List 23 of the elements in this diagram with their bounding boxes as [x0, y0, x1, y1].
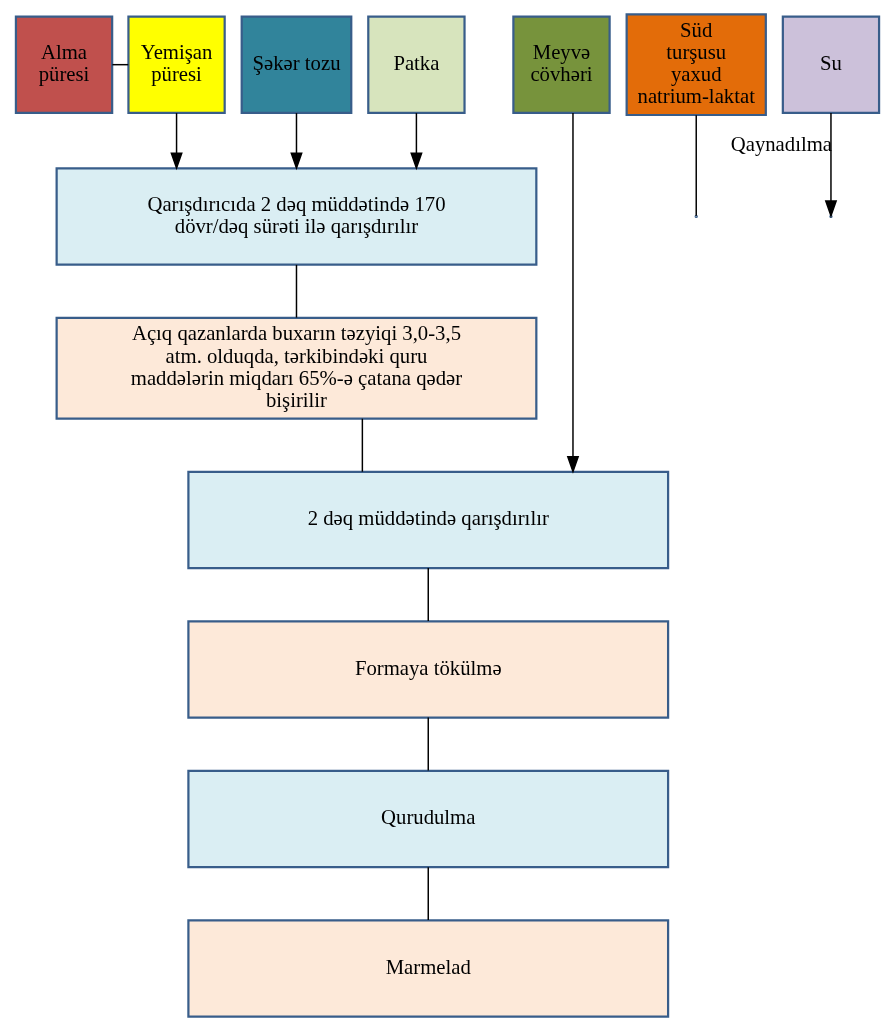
- node-box: Açıq qazanlarda buxarın təzyiqi 3,0-3,5 atm. olduqda, tərkibindəki quru maddələrin miqdarı 65%-ə çatana qədər bişirilir: [55, 316, 537, 420]
- connector: [695, 114, 697, 217]
- node-box: 2 dəq müddətində qarışdırılır: [186, 470, 669, 570]
- arrow: [289, 112, 303, 171]
- node-box: Marmelad: [186, 919, 669, 1018]
- connector: [427, 866, 429, 921]
- node-box: Yemişan püresi: [126, 15, 226, 114]
- node-box: Alma püresi: [14, 15, 113, 114]
- connector: [427, 716, 429, 772]
- node-box: Şəkər tozu: [240, 15, 352, 114]
- connector: [361, 418, 363, 473]
- arrow: [169, 112, 183, 171]
- connector: [295, 264, 297, 319]
- node-box: Patka: [366, 15, 466, 114]
- node-box: Süd turşusu yaxud natrium-laktat: [625, 13, 767, 117]
- arrow: [566, 112, 579, 474]
- node-box: Meyvə cövhəri: [511, 15, 611, 114]
- node-box: Qarışdırıcıda 2 dəq müddətində 170 dövr/dəq sürəti ilə qarışdırılır: [55, 167, 537, 266]
- node-box: Su: [781, 15, 880, 114]
- connector: [427, 567, 429, 622]
- node-box: Formaya tökülmə: [186, 620, 669, 719]
- node-box: Qurudulma: [186, 769, 669, 869]
- arrow: [409, 112, 423, 171]
